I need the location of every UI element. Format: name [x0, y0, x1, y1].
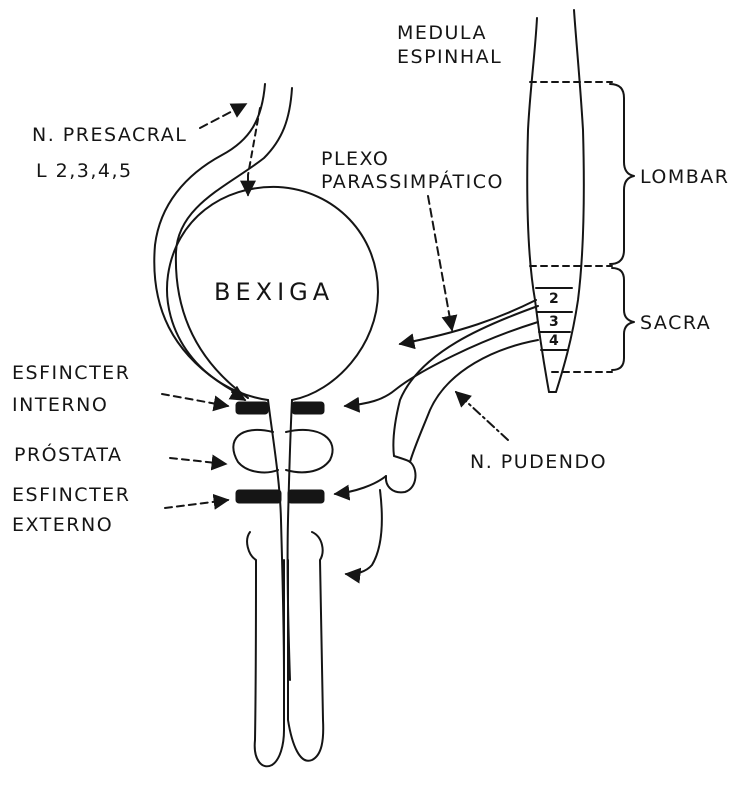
esfincter-interno-arrow: [162, 394, 228, 406]
presacral-nerve-inner: [176, 88, 292, 398]
external-sphincter-right: [288, 490, 324, 503]
internal-sphincter-left: [236, 402, 268, 414]
plexo-label-line2: PARASSIMPÁTICO: [321, 173, 504, 192]
pudendo-label: N. PUDENDO: [470, 453, 607, 472]
lombar-brace: [610, 84, 634, 264]
presacral-label-line2: L 2,3,4,5: [36, 162, 133, 181]
prostata-arrow: [170, 458, 226, 464]
internal-sphincter-right: [292, 402, 324, 414]
esfincter-externo-arrow: [165, 500, 228, 508]
prostate-right-lobe: [286, 430, 333, 472]
esfincter-interno-label-line2: INTERNO: [12, 396, 108, 415]
sacra-label: SACRA: [640, 314, 711, 333]
medula-label-line1: MEDULA: [397, 24, 487, 43]
esfincter-externo-label-line2: EXTERNO: [12, 516, 113, 535]
presacral-label-line1: N. PRESACRAL: [32, 126, 187, 145]
medula-label-line2: ESPINHAL: [397, 48, 502, 67]
prostate-left-lobe: [233, 430, 278, 472]
segment-4-label: 4: [549, 334, 559, 348]
external-sphincter-left: [236, 490, 281, 503]
pudendal-nerve-trunk-right: [410, 340, 538, 462]
urethra-left-wall: [268, 400, 284, 680]
pudendal-nerve-to-penis: [346, 490, 382, 574]
prostata-label: PRÓSTATA: [14, 446, 122, 465]
lombar-label: LOMBAR: [640, 168, 730, 187]
esfincter-externo-label-line1: ESFINCTER: [12, 486, 130, 505]
penis-right-body: [288, 532, 323, 761]
plexo-label-line1: PLEXO: [321, 150, 389, 169]
spinal-cord-right-outline: [556, 10, 584, 392]
penis-left-body: [247, 532, 284, 766]
sacra-brace: [612, 268, 634, 370]
spinal-cord-left-outline: [527, 18, 549, 392]
plexo-label-arrow: [428, 196, 452, 330]
segment-3-label: 3: [549, 315, 559, 329]
pudendal-nerve-to-external-sphincter: [335, 476, 386, 494]
bexiga-label: BEXIGA: [214, 280, 334, 304]
esfincter-interno-label-line1: ESFINCTER: [12, 364, 130, 383]
pudendo-label-arrow: [456, 392, 508, 440]
parasympathetic-nerve-to-bladder: [400, 300, 536, 344]
presacral-label-arrow: [200, 104, 246, 128]
segment-2-label: 2: [549, 292, 559, 306]
